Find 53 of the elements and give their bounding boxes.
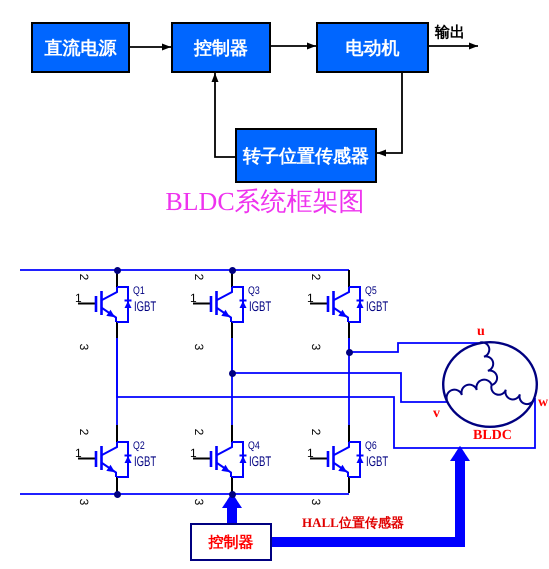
wire: [20, 493, 117, 495]
pin-number: 3: [310, 498, 322, 505]
part-label: Q4: [248, 441, 260, 452]
arrow: [130, 44, 171, 50]
arrow: [429, 42, 478, 50]
pin-number: 2: [78, 273, 90, 280]
arrow: [271, 42, 316, 50]
pin-number: 2: [193, 428, 205, 435]
part-label: Q5: [365, 286, 377, 297]
pin-number: 2: [193, 273, 205, 280]
type-label: IGBT: [134, 454, 156, 468]
process-box: 控制器: [171, 22, 271, 73]
pin-number: 2: [310, 428, 322, 435]
arrow: [272, 446, 470, 547]
wire: [231, 338, 447, 403]
type-label: IGBT: [249, 299, 272, 313]
process-box: 转子位置传感器: [235, 128, 377, 183]
terminal-label: u: [477, 324, 485, 338]
wire: [116, 338, 536, 449]
caption: BLDC系统框架图: [165, 187, 365, 217]
type-label: IGBT: [249, 454, 272, 468]
part-label: Q2: [133, 441, 145, 452]
terminal-label: v: [433, 406, 440, 420]
pin-number: 1: [307, 292, 314, 304]
part-label: Q6: [365, 441, 377, 452]
motor-label: BLDC: [473, 429, 512, 443]
terminal-label: w: [538, 396, 548, 410]
pin-number: 1: [75, 292, 82, 304]
pin-number: 1: [75, 446, 82, 458]
arrow: [377, 73, 403, 156]
process-box: 控制器: [190, 523, 272, 561]
wire: [348, 338, 481, 353]
pin-number: 1: [190, 292, 197, 304]
part-label: Q1: [133, 286, 145, 297]
pin-number: 1: [190, 446, 197, 458]
pin-number: 1: [307, 446, 314, 458]
arrow: [212, 73, 235, 158]
edge-label: 输出: [435, 24, 465, 40]
process-box: 直流电源: [31, 22, 130, 73]
pin-number: 2: [310, 273, 322, 280]
pin-number: 3: [310, 343, 322, 350]
process-box: 电动机: [316, 22, 429, 73]
type-label: IGBT: [134, 299, 156, 313]
pin-number: 3: [193, 498, 205, 505]
type-label: IGBT: [366, 454, 388, 468]
pin-number: 3: [78, 343, 90, 350]
part-label: Q3: [248, 286, 260, 297]
pin-number: 3: [193, 343, 205, 350]
pin-number: 3: [78, 498, 90, 505]
pin-number: 2: [78, 428, 90, 435]
type-label: IGBT: [366, 299, 388, 313]
edge-label: HALL位置传感器: [302, 515, 404, 531]
wire: [20, 269, 117, 271]
